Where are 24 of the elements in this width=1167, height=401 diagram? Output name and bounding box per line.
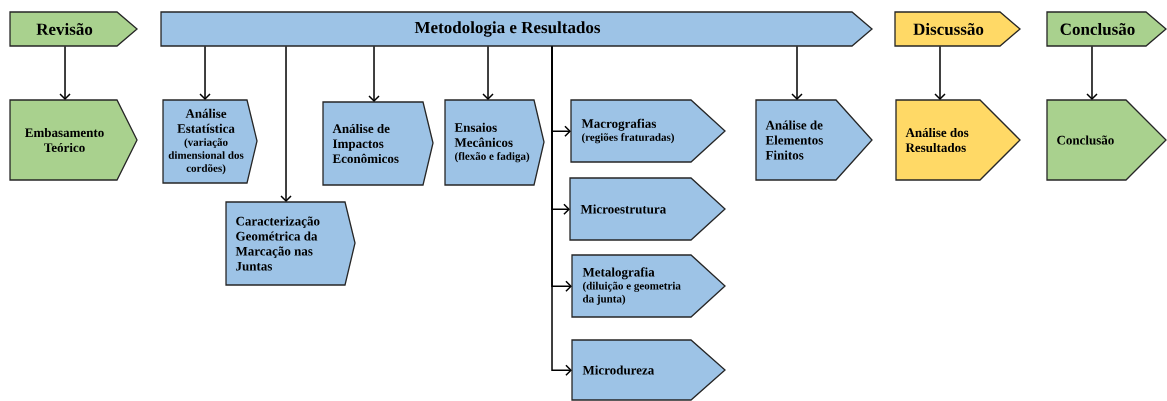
arrow (482, 45, 494, 100)
phase-arrow-box: Discussão (894, 11, 1021, 47)
step-arrow-box: Ensaios Mecânicos (flexão e fadiga) (444, 99, 545, 186)
arrow (199, 45, 211, 100)
step-arrow-box: Macrografias (regiões fraturadas) (570, 99, 726, 163)
arrow (368, 45, 380, 102)
phase-arrow-box: Revisão (9, 11, 139, 47)
step-arrow-box: Microdureza (571, 339, 726, 401)
step-arrow-box: Análise de Impactos Econômicos (322, 101, 434, 186)
step-arrow-box: Análise Estatística (variação dimensional dos cordões) (162, 99, 258, 184)
arrow (1086, 45, 1098, 100)
phase-arrow-box: Conclusão (1046, 11, 1167, 47)
step-arrow-box: Caracterização Geométrica da Marcação nas Juntas (225, 201, 356, 286)
arrow (551, 45, 572, 376)
arrow (934, 45, 946, 100)
step-arrow-box: Conclusão (1046, 99, 1167, 181)
arrow (280, 45, 292, 202)
arrow (59, 45, 71, 100)
step-arrow-box: Análise de Elementos Finitos (755, 99, 873, 181)
step-arrow-box: Análise dos Resultados (895, 99, 1021, 181)
step-arrow-box: Metalografia (diluição e geometria da junta) (571, 254, 726, 318)
step-arrow-box: Microestrutura (569, 177, 726, 241)
step-arrow-box: Embasamento Teórico (9, 99, 138, 181)
arrow (791, 45, 803, 100)
